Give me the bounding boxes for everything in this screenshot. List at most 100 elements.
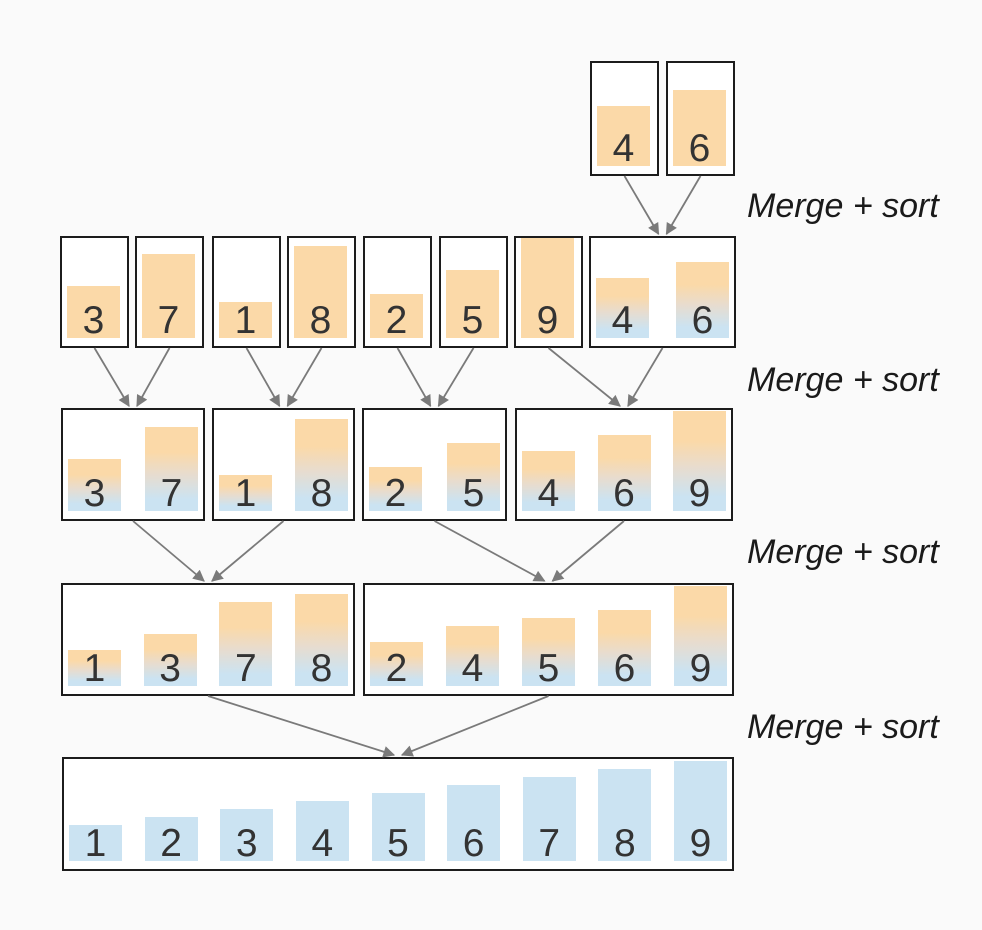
merge-arrow [627,347,664,408]
value-bar-5: 5 [371,793,425,863]
array-box-2-4-5-6-9: 2 4 5 6 9 [363,583,734,696]
bar-value-label: 6 [613,472,635,515]
value-bar-6: 6 [673,90,726,170]
bar-value-label: 2 [160,822,182,865]
merge-arrow [132,520,205,582]
bar-value-label: 9 [689,822,712,865]
array-box-8: 8 [287,236,356,348]
merge-arrow [93,347,130,408]
merge-label-4: Merge + sort [747,708,939,746]
array-box-7: 7 [135,236,204,348]
bar-value-label: 9 [536,299,559,342]
bar-value-label: 7 [538,822,561,865]
value-bar-3: 3 [220,809,274,865]
bar-value-label: 3 [83,472,106,515]
value-bar-9: 9 [674,586,727,690]
bar-value-label: 1 [234,299,257,342]
bar-value-label: 3 [235,822,258,865]
bar-value-label: 1 [234,472,257,515]
array-box-4-6-9: 4 6 9 [515,408,733,521]
merge-arrow [665,175,702,236]
merge-arrow [434,520,546,582]
bar-value-label: 8 [310,647,333,690]
value-bar-6: 6 [676,262,729,342]
value-bar-3: 3 [68,459,121,515]
array-box-5: 5 [439,236,508,348]
value-bar-4: 4 [597,106,650,170]
bar-value-label: 1 [83,647,106,690]
merge-arrow [286,347,323,408]
value-bar-4: 4 [295,801,349,865]
merge-arrow [547,347,621,407]
bar-value-label: 6 [462,822,485,865]
bar-value-label: 2 [385,299,408,342]
bar-value-label: 4 [311,822,334,865]
array-box-6: 6 [666,61,735,176]
bar-value-label: 2 [384,472,407,515]
value-bar-6: 6 [597,435,651,515]
value-bar-7: 7 [522,777,576,865]
bar-value-label: 4 [537,472,560,515]
array-box-2: 2 [363,236,432,348]
bar-value-label: 9 [689,647,712,690]
bar-value-label: 7 [160,472,183,515]
value-bar-1: 1 [219,472,272,515]
bar-value-label: 6 [613,647,636,690]
merge-arrow [211,520,285,582]
bar-value-label: 3 [159,647,181,690]
bar-value-label: 7 [157,299,180,342]
value-bar-2: 2 [369,467,422,515]
merge-arrow [207,695,396,758]
bar-value-label: 4 [461,647,484,690]
value-bar-8: 8 [598,769,652,865]
value-bar-7: 7 [219,602,273,690]
bar-value-label: 6 [691,299,714,342]
value-bar-1: 1 [68,647,121,690]
value-bar-9: 9 [673,411,726,515]
value-bar-3: 3 [143,634,197,690]
value-bar-7: 7 [142,254,195,342]
merge-arrow [136,347,171,408]
bar-value-label: 8 [614,822,636,865]
array-box-1: 1 [212,236,281,348]
value-bar-5: 5 [447,443,500,515]
value-bar-4: 4 [596,278,649,340]
value-bar-5: 5 [522,618,575,690]
value-bar-2: 2 [370,294,423,342]
bar-value-label: 5 [462,472,485,515]
bar-value-label: 7 [234,647,257,690]
value-bar-2: 2 [144,817,198,865]
value-bar-4: 4 [522,451,575,515]
bar-value-label: 8 [310,472,333,515]
bar-value-label: 5 [537,647,560,690]
value-bar-8: 8 [294,246,347,342]
bar-value-label: 6 [688,127,711,170]
value-bar-7: 7 [145,427,198,515]
merge-arrow [245,347,281,408]
value-bar-8: 8 [295,419,348,515]
value-bar-6: 6 [598,610,651,690]
array-box-1-3-7-8: 1 3 7 8 [61,583,355,696]
value-bar-9: 9 [521,238,574,342]
value-bar-1: 1 [219,299,272,342]
merge-label-2: Merge + sort [747,361,939,399]
bar-value-label: 1 [84,822,107,865]
array-box-4: 4 [590,61,659,176]
bar-value-label: 2 [385,647,408,690]
merge-arrow [437,347,475,408]
merge-arrow [551,520,625,582]
bar-value-label: 8 [309,299,332,342]
value-bar-5: 5 [446,270,499,340]
value-bar-1: 1 [69,822,122,865]
array-box-3: 3 [60,236,129,348]
merge-label-3: Merge + sort [747,533,939,571]
bar-value-label: 9 [688,472,711,515]
bar-value-label: 4 [612,127,635,170]
value-bar-9: 9 [674,761,727,865]
